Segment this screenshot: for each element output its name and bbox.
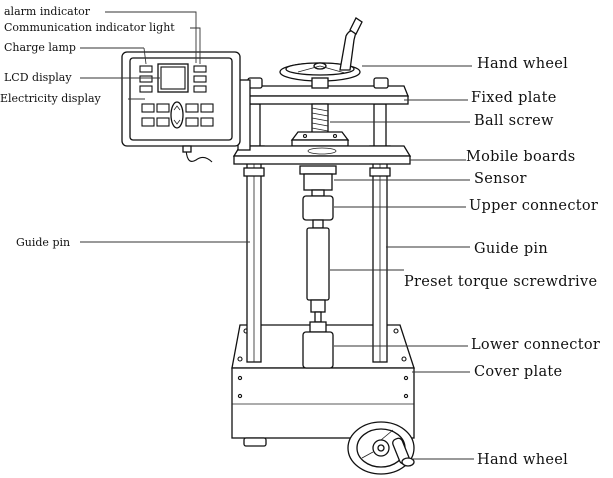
- sensor-shape: [299, 165, 337, 197]
- label-communication-indicator-light: Communication indicator light: [4, 21, 175, 34]
- label-guide-pin-right: Guide pin: [474, 241, 548, 257]
- label-electricity-display: Electricity display: [0, 92, 102, 105]
- label-fixed-plate: Fixed plate: [471, 90, 557, 106]
- label-sensor: Sensor: [474, 171, 527, 187]
- mobile-board-shape: [232, 145, 412, 165]
- torque-screwdriver-shape: [306, 227, 330, 323]
- labels: alarm indicator Communication indicator …: [0, 5, 600, 468]
- label-lower-connector: Lower connector: [471, 337, 600, 353]
- lower-connector-shape: [302, 321, 334, 369]
- label-lcd-display: LCD display: [4, 71, 72, 84]
- bottom-hand-wheel: [347, 421, 415, 475]
- label-guide-pin-left: Guide pin: [16, 236, 70, 249]
- controller-box: [121, 51, 251, 163]
- ball-screw-shape: [290, 103, 350, 147]
- label-upper-connector: Upper connector: [469, 198, 598, 214]
- upper-connector-shape: [302, 195, 334, 229]
- label-mobile-boards: Mobile boards: [466, 149, 576, 165]
- label-hand-wheel-top: Hand wheel: [477, 56, 568, 72]
- label-ball-screw: Ball screw: [474, 113, 554, 129]
- label-hand-wheel-bottom: Hand wheel: [477, 452, 568, 468]
- label-preset-torque-screwdriver: Preset torque screwdrive: [404, 274, 597, 290]
- label-charge-lamp: Charge lamp: [4, 41, 76, 54]
- label-cover-plate: Cover plate: [474, 364, 562, 380]
- top-hand-wheel: [279, 17, 363, 89]
- leader-lines: [80, 11, 474, 460]
- label-alarm-indicator: alarm indicator: [4, 5, 91, 18]
